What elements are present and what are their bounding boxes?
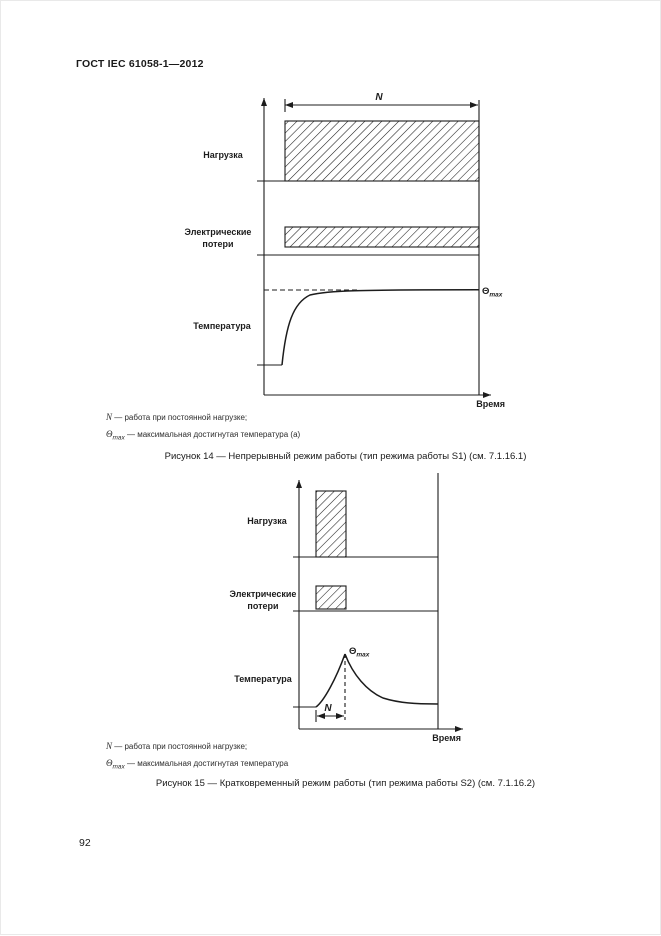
figure14-note-2: Θmax — максимальная достигнутая температ…	[106, 428, 536, 445]
fig15-theta-symbol: Θ	[349, 646, 356, 657]
fig14-load-band	[284, 120, 480, 182]
fig14-losses-band	[284, 226, 480, 248]
page-number: 92	[79, 837, 91, 849]
figure-15-diagram	[293, 473, 463, 732]
figure-14-diagram	[257, 98, 491, 398]
fig15-time-label: Время	[432, 733, 461, 743]
note-text: — работа при постоянной нагрузке;	[112, 742, 248, 751]
fig14-temperature-label: Температура	[193, 321, 252, 331]
fig14-losses-label-line2: потери	[202, 239, 233, 249]
fig14-n-label: N	[375, 92, 383, 103]
figure14-caption: Рисунок 14 — Непрерывный режим работы (т…	[164, 451, 527, 462]
figure-14-labels: N Нагрузка Электрические потери Температ…	[185, 92, 505, 409]
figure15-note-2: Θmax — максимальная достигнутая температ…	[106, 757, 536, 774]
fig15-theta-max-label: Θmax	[349, 646, 370, 659]
fig15-load-pulse	[315, 490, 347, 558]
fig15-temperature-rise-curve	[315, 653, 346, 708]
note-sub: max	[112, 434, 125, 442]
note-text: — максимальная достигнутая температура (…	[124, 430, 301, 440]
note-symbol: Θ	[106, 429, 113, 440]
fig15-losses-label-line1: Электрические	[230, 589, 297, 599]
document-header: ГОСТ IEC 61058-1—2012	[76, 58, 204, 70]
fig14-losses-label-line1: Электрические	[185, 227, 252, 237]
fig15-losses-label-line2: потери	[247, 601, 278, 611]
fig14-temperature-curve	[281, 289, 480, 366]
fig14-load-label: Нагрузка	[203, 150, 243, 160]
figure15-notes: N — работа при постоянной нагрузке; Θmax…	[106, 740, 536, 774]
fig15-temperature-label: Температура	[234, 674, 293, 684]
note-symbol: N	[106, 741, 113, 751]
fig14-theta-max-label: Θmax	[482, 286, 503, 299]
fig15-losses-pulse	[315, 585, 347, 610]
fig15-theta-sub: max	[356, 652, 369, 659]
fig15-n-label: N	[324, 703, 332, 714]
fig14-theta-sub: max	[489, 292, 502, 299]
note-symbol: Θ	[106, 758, 113, 769]
figure-15-labels: Нагрузка Электрические потери Температур…	[230, 516, 461, 743]
figure14-note-1: N — работа при постоянной нагрузке;	[106, 411, 536, 428]
fig15-load-label: Нагрузка	[247, 516, 287, 526]
note-text: — работа при постоянной нагрузке;	[112, 413, 248, 422]
fig14-time-label: Время	[476, 399, 505, 409]
figure15-note-1: N — работа при постоянной нагрузке;	[106, 740, 536, 757]
note-sub: max	[112, 763, 125, 771]
note-text: — максимальная достигнутая температура	[124, 759, 289, 769]
fig15-temperature-decay-curve	[344, 653, 439, 705]
figure14-notes: N — работа при постоянной нагрузке; Θmax…	[106, 411, 536, 445]
note-symbol: N	[106, 412, 113, 422]
figure15-caption: Рисунок 15 — Кратковременный режим работ…	[155, 778, 536, 789]
fig14-theta-symbol: Θ	[482, 286, 489, 297]
